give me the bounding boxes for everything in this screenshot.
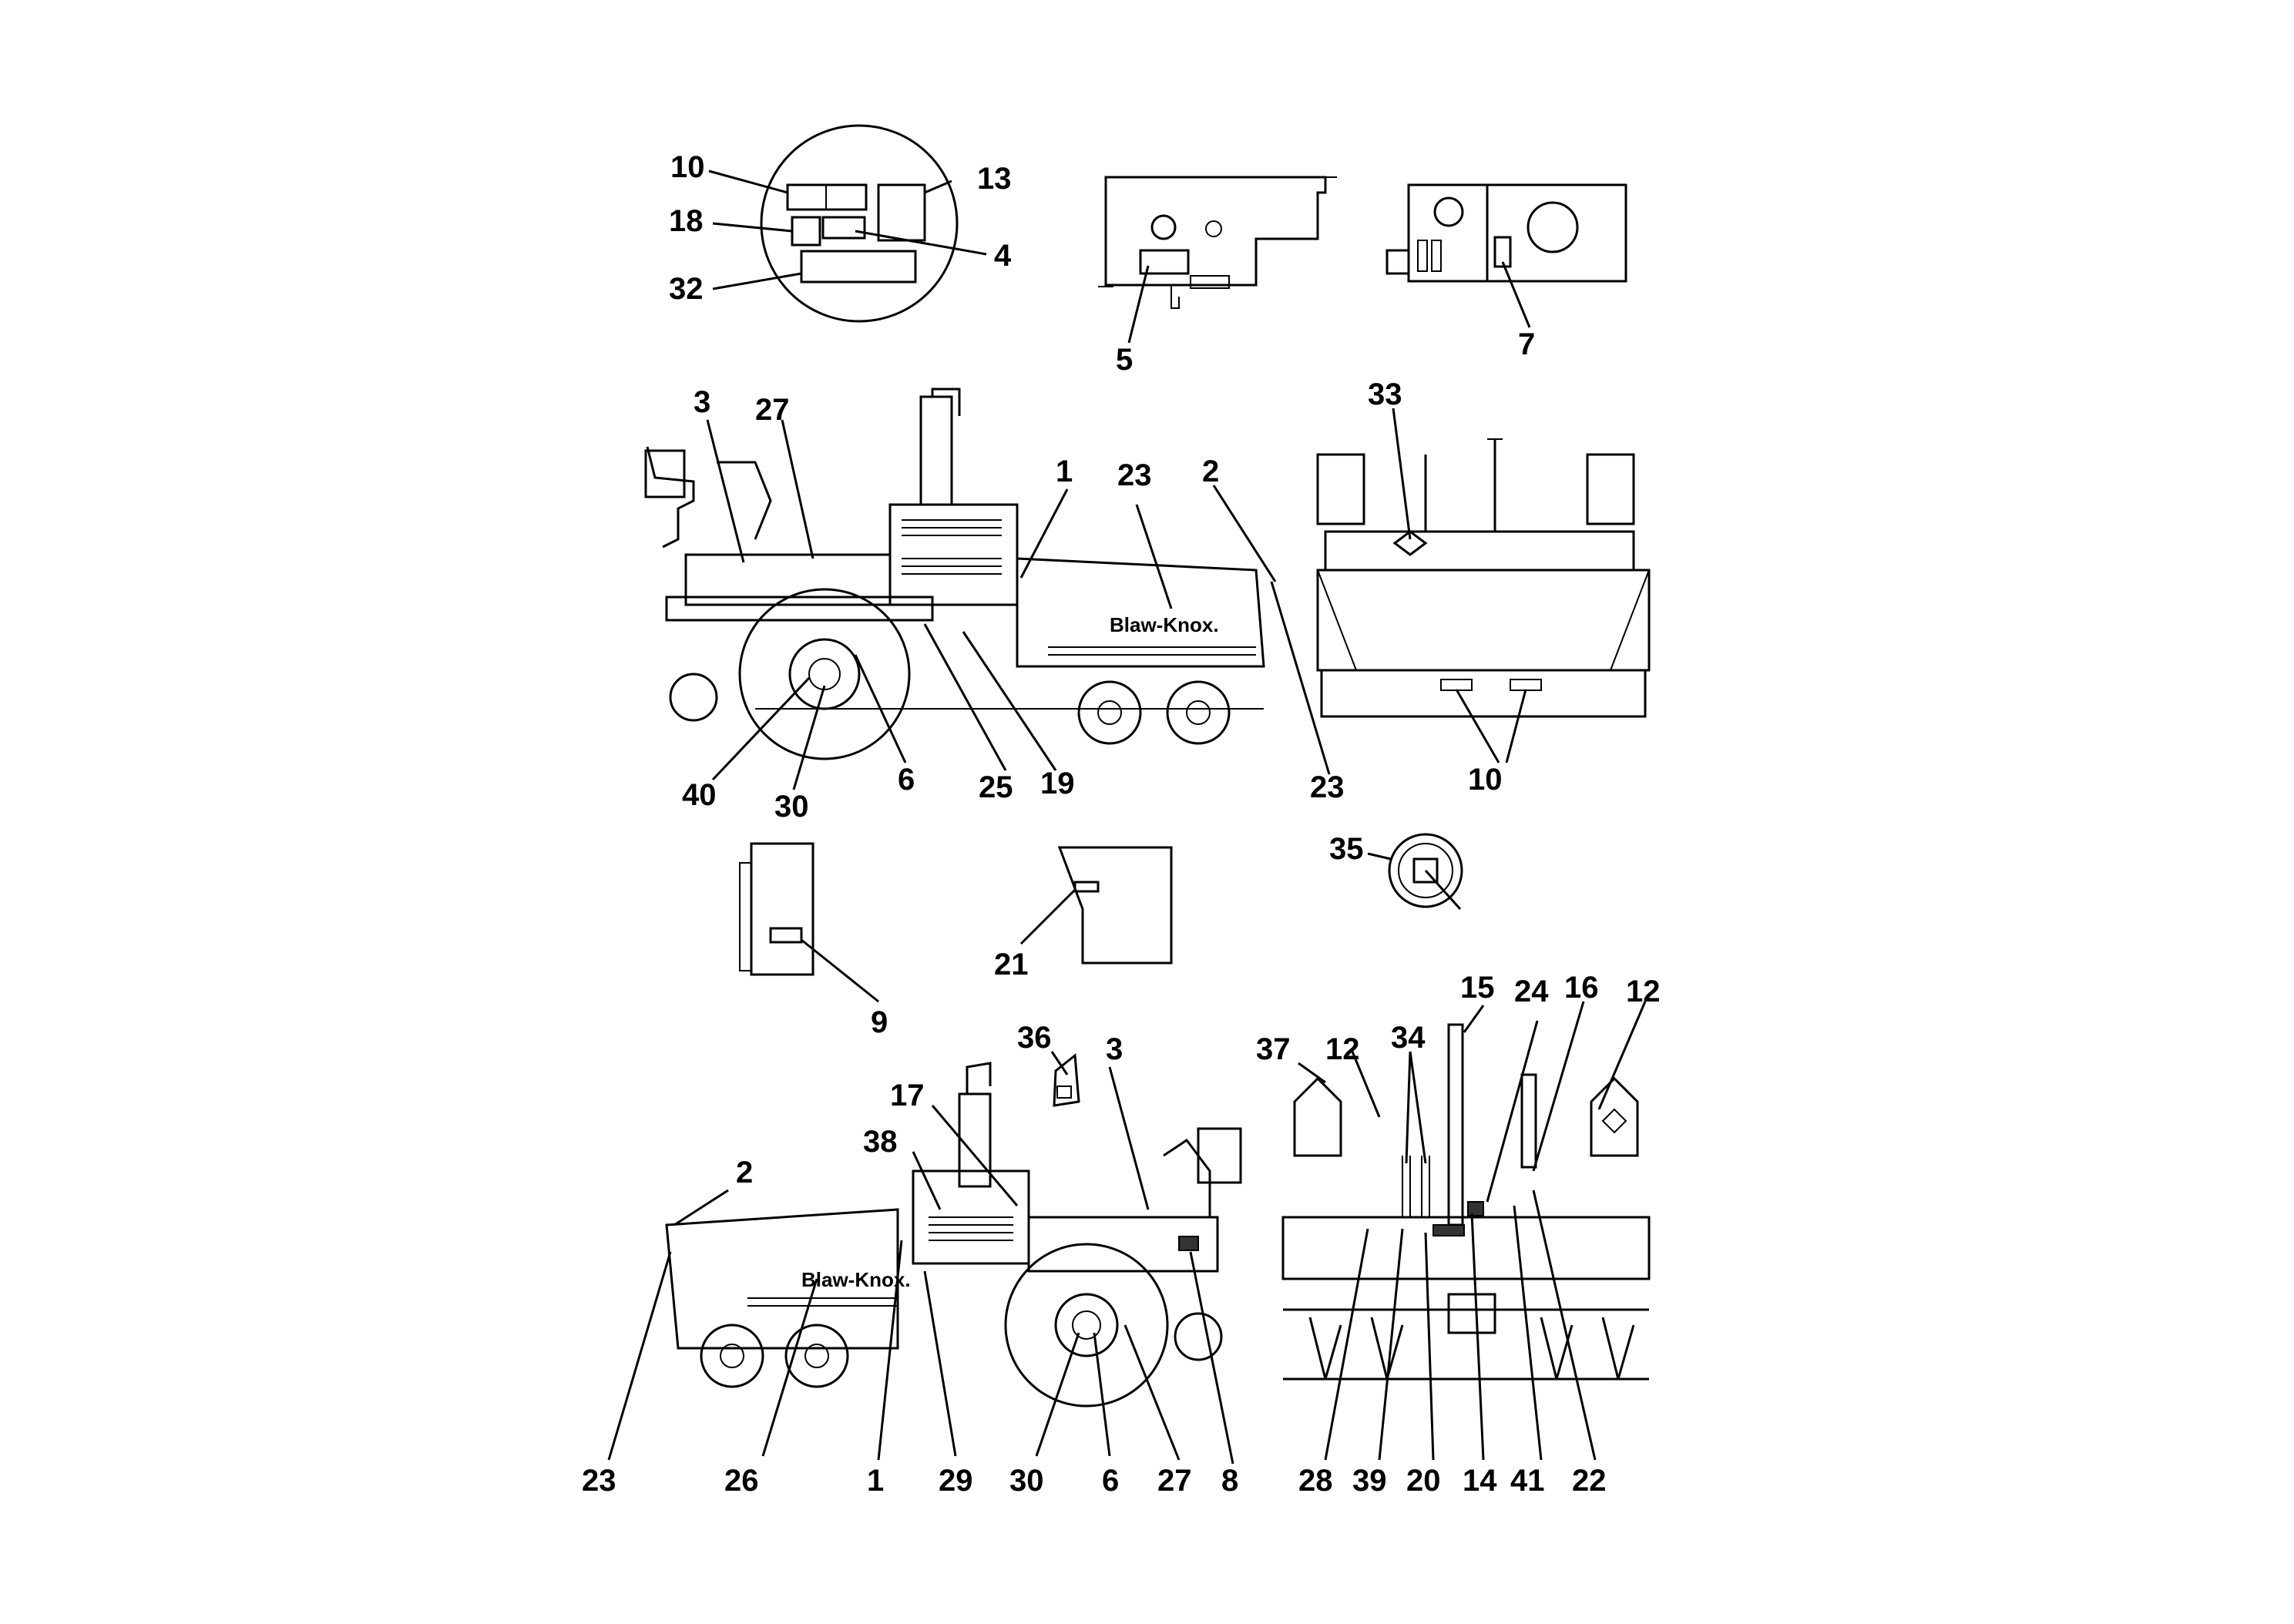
callout-35: 35 (1329, 832, 1364, 866)
callout-39: 39 (1352, 1464, 1387, 1498)
side-view-lower: Blaw-Knox. (665, 1053, 1242, 1408)
callout-3-lower: 3 (1106, 1032, 1123, 1066)
callout-23-lower: 23 (582, 1464, 616, 1498)
brand-logo-upper: Blaw-Knox. (1110, 613, 1219, 636)
callout-12-right: 12 (1626, 975, 1661, 1008)
panel-9-view (739, 842, 814, 976)
callout-40: 40 (682, 778, 717, 812)
callout-32: 32 (669, 272, 704, 306)
callout-22: 22 (1572, 1464, 1607, 1498)
callout-15: 15 (1460, 971, 1495, 1005)
control-panel-right-view (1385, 183, 1627, 283)
callout-4: 4 (994, 239, 1012, 273)
rear-view-upper (1316, 438, 1651, 718)
callout-21: 21 (994, 948, 1029, 981)
callout-9: 9 (871, 1005, 888, 1039)
callout-2-lower: 2 (736, 1156, 753, 1189)
callout-23-upper: 23 (1117, 458, 1152, 492)
callout-34: 34 (1391, 1021, 1426, 1055)
callout-6-lower: 6 (1102, 1464, 1119, 1498)
callout-17: 17 (890, 1079, 925, 1112)
front-view-lower (1281, 1023, 1651, 1381)
callout-2-upper: 2 (1202, 455, 1219, 488)
callout-3-upper: 3 (694, 385, 710, 419)
callout-23-upper-b: 23 (1310, 770, 1345, 804)
callout-20: 20 (1406, 1464, 1441, 1498)
callout-10: 10 (670, 150, 705, 184)
callout-37: 37 (1256, 1032, 1291, 1066)
side-view-upper: Blaw-Knox. (644, 388, 1265, 760)
callout-5: 5 (1116, 343, 1133, 377)
brand-logo-lower: Blaw-Knox. (801, 1268, 911, 1291)
callout-41: 41 (1510, 1464, 1545, 1498)
callout-labels: 10 13 18 4 32 5 7 3 27 1 23 2 40 30 6 25… (582, 150, 1661, 1498)
callout-7: 7 (1518, 327, 1535, 361)
callout-8: 8 (1221, 1464, 1238, 1498)
callout-38: 38 (863, 1125, 898, 1159)
leader-lines (607, 169, 1647, 1465)
panel-21-view (1057, 846, 1173, 965)
callout-1-upper: 1 (1056, 455, 1073, 488)
callout-12-left: 12 (1325, 1032, 1360, 1066)
callout-33: 33 (1368, 377, 1402, 411)
callout-19: 19 (1040, 767, 1075, 800)
callout-29: 29 (939, 1464, 973, 1498)
callout-27-upper: 27 (755, 393, 790, 427)
callout-30-upper: 30 (774, 790, 809, 824)
callout-6-upper: 6 (898, 763, 915, 797)
callout-10-rear: 10 (1468, 763, 1503, 797)
callout-27-lower: 27 (1157, 1464, 1192, 1498)
decal-detail-circle (760, 124, 959, 323)
callout-36: 36 (1017, 1021, 1052, 1055)
callout-24: 24 (1514, 975, 1549, 1008)
callout-30-lower: 30 (1009, 1464, 1044, 1498)
callout-25: 25 (979, 770, 1013, 804)
callout-26: 26 (724, 1464, 759, 1498)
callout-13: 13 (977, 162, 1012, 196)
callout-28: 28 (1298, 1464, 1333, 1498)
callout-16: 16 (1564, 971, 1599, 1005)
control-panel-left-view (1098, 176, 1337, 309)
callout-18: 18 (669, 204, 704, 238)
callout-1-lower: 1 (867, 1464, 884, 1498)
ignition-switch-view (1388, 833, 1463, 911)
callout-14: 14 (1463, 1464, 1497, 1498)
